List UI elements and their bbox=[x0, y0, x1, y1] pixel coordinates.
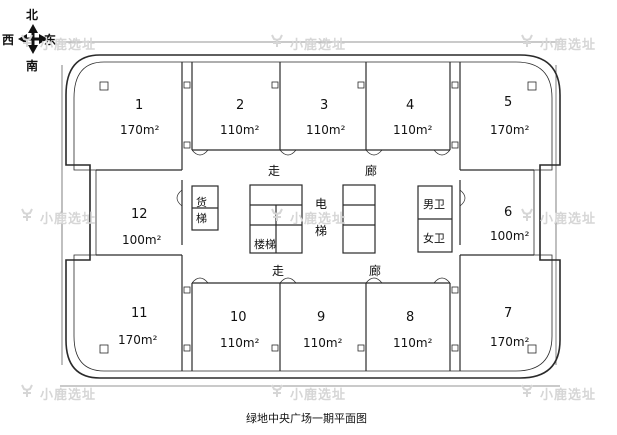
compass-north-label: 北 bbox=[26, 8, 39, 22]
room-10-area: 110m² bbox=[220, 336, 260, 350]
room-11-number: 11 bbox=[131, 306, 148, 321]
womens-restroom-label: 女卫 bbox=[423, 232, 445, 245]
mens-restroom-label: 男卫 bbox=[423, 198, 445, 211]
freight-elevator-label-1: 货 bbox=[196, 196, 207, 209]
elevator-label-2: 梯 bbox=[315, 224, 328, 238]
watermark-bottom-right: 小鹿选址 bbox=[540, 388, 597, 403]
room-9-number: 9 bbox=[317, 310, 326, 325]
watermark-mid-left: 小鹿选址 bbox=[40, 212, 97, 227]
plan-caption: 绿地中央广场一期平面图 bbox=[246, 412, 367, 425]
watermark-mid-center: 小鹿选址 bbox=[290, 212, 347, 227]
room-6-area: 100m² bbox=[490, 229, 530, 243]
room-3-area: 110m² bbox=[306, 123, 346, 137]
room-9-area: 110m² bbox=[303, 336, 343, 350]
room-3-number: 3 bbox=[320, 98, 329, 113]
stairs-label: 楼梯 bbox=[254, 238, 276, 251]
room-1-area: 170m² bbox=[120, 123, 160, 137]
deer-logo-icon bbox=[21, 34, 33, 47]
room-5-number: 5 bbox=[504, 95, 513, 110]
corridor-bottom-label-2: 廊 bbox=[369, 264, 382, 278]
deer-logo-icon bbox=[271, 34, 283, 47]
deer-logo-icon bbox=[521, 384, 533, 397]
room-7-area: 170m² bbox=[490, 335, 530, 349]
freight-elevator-label-2: 梯 bbox=[196, 212, 207, 225]
corridor-bottom-label-1: 走 bbox=[272, 264, 285, 278]
corridor-top-label-2: 廊 bbox=[365, 164, 378, 178]
room-5-area: 170m² bbox=[490, 123, 530, 137]
watermark-top-right: 小鹿选址 bbox=[540, 38, 597, 53]
room-8-area: 110m² bbox=[393, 336, 433, 350]
deer-logo-icon bbox=[21, 208, 33, 221]
watermark-bottom-left: 小鹿选址 bbox=[40, 388, 97, 403]
room-6-number: 6 bbox=[504, 205, 513, 220]
compass-south-label: 南 bbox=[26, 59, 39, 73]
room-8-number: 8 bbox=[406, 310, 415, 325]
room-7-number: 7 bbox=[504, 306, 513, 321]
watermark-top-center: 小鹿选址 bbox=[290, 38, 347, 53]
room-11-area: 170m² bbox=[118, 333, 158, 347]
deer-logo-icon bbox=[521, 34, 533, 47]
corridor-top-label-1: 走 bbox=[268, 164, 281, 178]
room-4-area: 110m² bbox=[393, 123, 433, 137]
room-4-number: 4 bbox=[406, 98, 415, 113]
elevator-label-1: 电 bbox=[315, 197, 328, 211]
watermark-top-left: 小鹿选址 bbox=[40, 38, 97, 53]
compass-west-label: 西 bbox=[2, 33, 15, 47]
compass-east-label: 东 bbox=[44, 33, 57, 47]
deer-logo-icon bbox=[521, 208, 533, 221]
room-12-area: 100m² bbox=[122, 233, 162, 247]
watermark-mid-right: 小鹿选址 bbox=[540, 212, 597, 227]
room-10-number: 10 bbox=[230, 310, 247, 325]
room-1-number: 1 bbox=[135, 98, 144, 113]
room-12-number: 12 bbox=[131, 207, 148, 222]
deer-logo-icon bbox=[271, 384, 283, 397]
deer-logo-icon bbox=[21, 384, 33, 397]
room-2-number: 2 bbox=[236, 98, 245, 113]
watermark-bottom-center: 小鹿选址 bbox=[290, 388, 347, 403]
room-2-area: 110m² bbox=[220, 123, 260, 137]
deer-logo-icon bbox=[271, 208, 283, 221]
